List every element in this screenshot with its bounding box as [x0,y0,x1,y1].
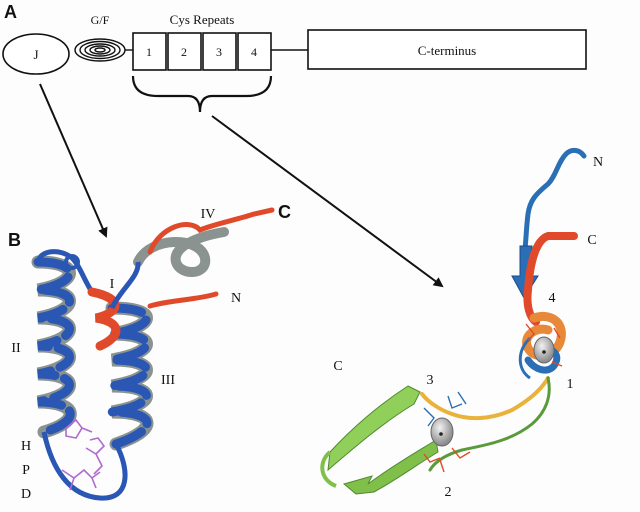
n-terminal-coil [521,147,587,261]
panel-label-b: B [8,230,21,250]
c-terminal-tail [147,207,275,255]
helix-iv [133,227,229,277]
green-turn [320,450,337,488]
cys-repeat-box-3 [202,32,237,71]
linker-to-iv [109,261,141,310]
cys-repeat-box-2 [167,32,202,71]
helix-label-ii: II [11,341,21,356]
domain-map: J G/F Cys Repeats 1 2 3 4 C-terminus [2,12,587,288]
arrow-j-to-b [39,83,108,238]
cys-repeat-label-2: 2 [181,45,187,59]
helix-label-iii: III [161,373,175,388]
gf-label: G/F [91,13,110,27]
cys-repeat-label-4: 4 [251,45,257,59]
c-terminus-label-top: C [587,233,596,248]
hpd-label-h: H [21,439,31,454]
helix-ii [31,255,77,439]
cys-repeat-box-1 [132,32,167,71]
cys-repeat-box-4 [237,32,272,71]
arrow-cys-to-c [211,115,444,288]
site-label-3: 3 [427,373,434,388]
c-terminus-label-left: C [333,359,342,374]
j-domain-ribbon [31,207,275,501]
site-label-2: 2 [445,485,452,500]
c-terminus-box [307,29,587,70]
beta-strand-green-2 [342,439,439,495]
loop-bottom [41,431,128,501]
helix-iii [105,301,154,451]
zinc-center-upper [542,350,546,354]
yellow-coil [420,376,550,421]
n-terminus-label-b: N [231,291,241,306]
structure-b-labels: I II III IV N H P D [11,207,241,502]
zinc-center-lower [439,432,443,436]
blue-link [518,336,532,380]
j-domain-ellipse [2,33,70,75]
structure-c-labels: N C C 1 2 3 4 [333,155,603,500]
cys-repeat-label-3: 3 [216,45,222,59]
cys-repeats-brace [131,75,273,113]
green-coil [428,376,551,472]
site-label-4: 4 [549,291,556,306]
zinc-ion-upper [533,336,555,364]
loop-knot [64,254,80,270]
n-terminal-tail [147,291,219,309]
beta-strand-green-1 [327,385,421,472]
j-domain-label: J [33,47,38,62]
panel-label-a: A [4,2,17,22]
cys-repeats-title: Cys Repeats [170,12,235,27]
hpd-label-p: P [22,463,30,478]
cys-repeat-label-1: 1 [146,45,152,59]
site-label-1: 1 [567,377,574,392]
c-terminus-label: C-terminus [418,43,477,58]
helix-label-i: I [110,277,115,292]
cys-domain-ribbon [320,147,587,495]
hpd-side-chains [61,418,106,491]
cys-side-chains [423,323,563,473]
hpd-label-d: D [21,487,31,502]
gf-region-coil [74,38,126,62]
helix-label-iv: IV [201,207,216,222]
n-terminus-label-c: N [593,155,603,170]
helix-i [87,287,121,351]
zinc-ion-lower [430,417,454,447]
panel-label-c: C [278,202,291,222]
